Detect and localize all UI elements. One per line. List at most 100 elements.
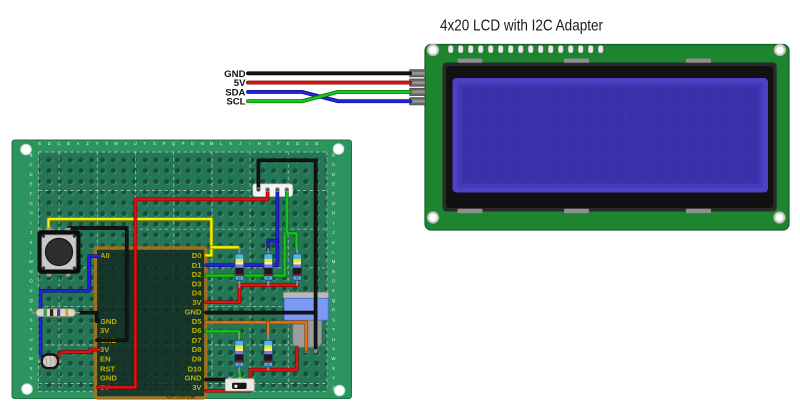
svg-text:D: D [29,172,32,177]
svg-text:3V: 3V [100,345,110,354]
svg-text:C: C [29,162,32,167]
svg-text:N: N [201,141,204,146]
svg-text:F: F [332,191,335,196]
svg-text:D4: D4 [192,288,202,297]
svg-text:D: D [332,172,335,177]
svg-text:3V: 3V [100,326,110,335]
svg-text:Z: Z [86,141,89,146]
svg-text:4x20 LCD with I2C Adapter: 4x20 LCD with I2C Adapter [440,18,604,35]
svg-text:B: B [315,141,318,146]
svg-text:K: K [229,141,232,146]
svg-text:Y: Y [96,141,99,146]
svg-text:V: V [30,347,33,352]
svg-text:H: H [332,211,335,216]
svg-text:E: E [30,182,33,187]
svg-text:J: J [239,141,241,146]
svg-text:GND: GND [224,69,245,80]
svg-text:X: X [332,366,335,371]
svg-text:30: 30 [237,363,241,367]
svg-text:C: C [332,162,335,167]
svg-text:E: E [287,141,290,146]
svg-text:Y: Y [30,376,33,381]
svg-text:O: O [332,279,336,284]
svg-text:I: I [30,220,31,225]
svg-text:D10: D10 [188,364,202,373]
svg-text:GND: GND [185,374,202,383]
svg-text:S: S [153,141,156,146]
svg-text:T: T [332,327,335,332]
svg-text:30: 30 [238,276,242,280]
svg-text:J: J [332,230,334,235]
svg-text:U: U [29,337,32,342]
svg-text:W: W [114,141,119,146]
svg-text:D3: D3 [192,280,202,289]
svg-text:Z: Z [30,385,33,390]
svg-text:S: S [332,317,335,322]
svg-text:M: M [29,259,33,264]
svg-text:D8: D8 [192,345,202,354]
svg-text:I: I [249,141,250,146]
svg-text:G: G [29,201,33,206]
svg-text:30: 30 [295,276,299,280]
svg-text:OY 7#9 CM: OY 7#9 CM [167,394,196,400]
svg-text:H: H [29,211,32,216]
svg-text:C: C [306,141,309,146]
svg-text:L: L [30,250,33,255]
svg-text:M: M [332,259,336,264]
svg-text:D7: D7 [192,336,202,345]
svg-text:3V: 3V [192,383,202,392]
svg-text:G: G [267,141,271,146]
svg-text:D: D [296,141,299,146]
svg-text:T: T [144,141,147,146]
svg-text:U: U [134,141,137,146]
svg-text:D6: D6 [192,326,202,335]
svg-text:V: V [124,141,127,146]
svg-text:Y: Y [332,376,335,381]
svg-text:D2: D2 [192,270,202,279]
svg-text:R: R [29,308,32,313]
svg-text:B: B [332,153,335,158]
svg-text:E: E [332,182,335,187]
svg-text:L: L [332,250,335,255]
svg-text:SCL: SCL [226,97,245,108]
svg-text:G: G [332,201,336,206]
svg-text:O: O [29,279,33,284]
svg-text:B: B [30,153,33,158]
svg-text:Q: Q [172,141,176,146]
svg-text:P: P [332,288,335,293]
svg-text:E: E [38,141,41,146]
svg-text:5V: 5V [234,78,246,89]
svg-text:30: 30 [266,363,270,367]
svg-text:F: F [277,141,280,146]
svg-text:W: W [331,356,336,361]
svg-text:N: N [29,269,32,274]
svg-text:RST: RST [100,364,116,373]
svg-text:R: R [332,308,335,313]
svg-text:30: 30 [266,276,270,280]
svg-text:R: R [162,141,165,146]
svg-text:GND: GND [100,374,117,383]
svg-text:A: A [77,141,80,146]
svg-text:L: L [220,141,223,146]
svg-text:V: V [332,347,335,352]
svg-text:B: B [67,141,70,146]
svg-text:X: X [105,141,108,146]
svg-text:Q: Q [332,298,336,303]
svg-text:3V: 3V [192,298,202,307]
svg-text:D9: D9 [192,355,202,364]
svg-text:EN: EN [100,355,111,364]
svg-text:M: M [210,141,214,146]
svg-text:N: N [332,269,335,274]
svg-text:D1: D1 [192,261,202,270]
svg-text:X: X [30,366,33,371]
svg-text:S: S [30,317,33,322]
svg-text:H: H [258,141,261,146]
svg-text:D0: D0 [192,251,202,260]
svg-text:D5: D5 [192,317,202,326]
svg-text:Z: Z [332,385,335,390]
svg-text:P: P [182,141,185,146]
svg-text:T: T [30,327,33,332]
svg-text:Q: Q [29,298,33,303]
svg-text:C: C [57,141,60,146]
svg-text:K: K [30,240,33,245]
